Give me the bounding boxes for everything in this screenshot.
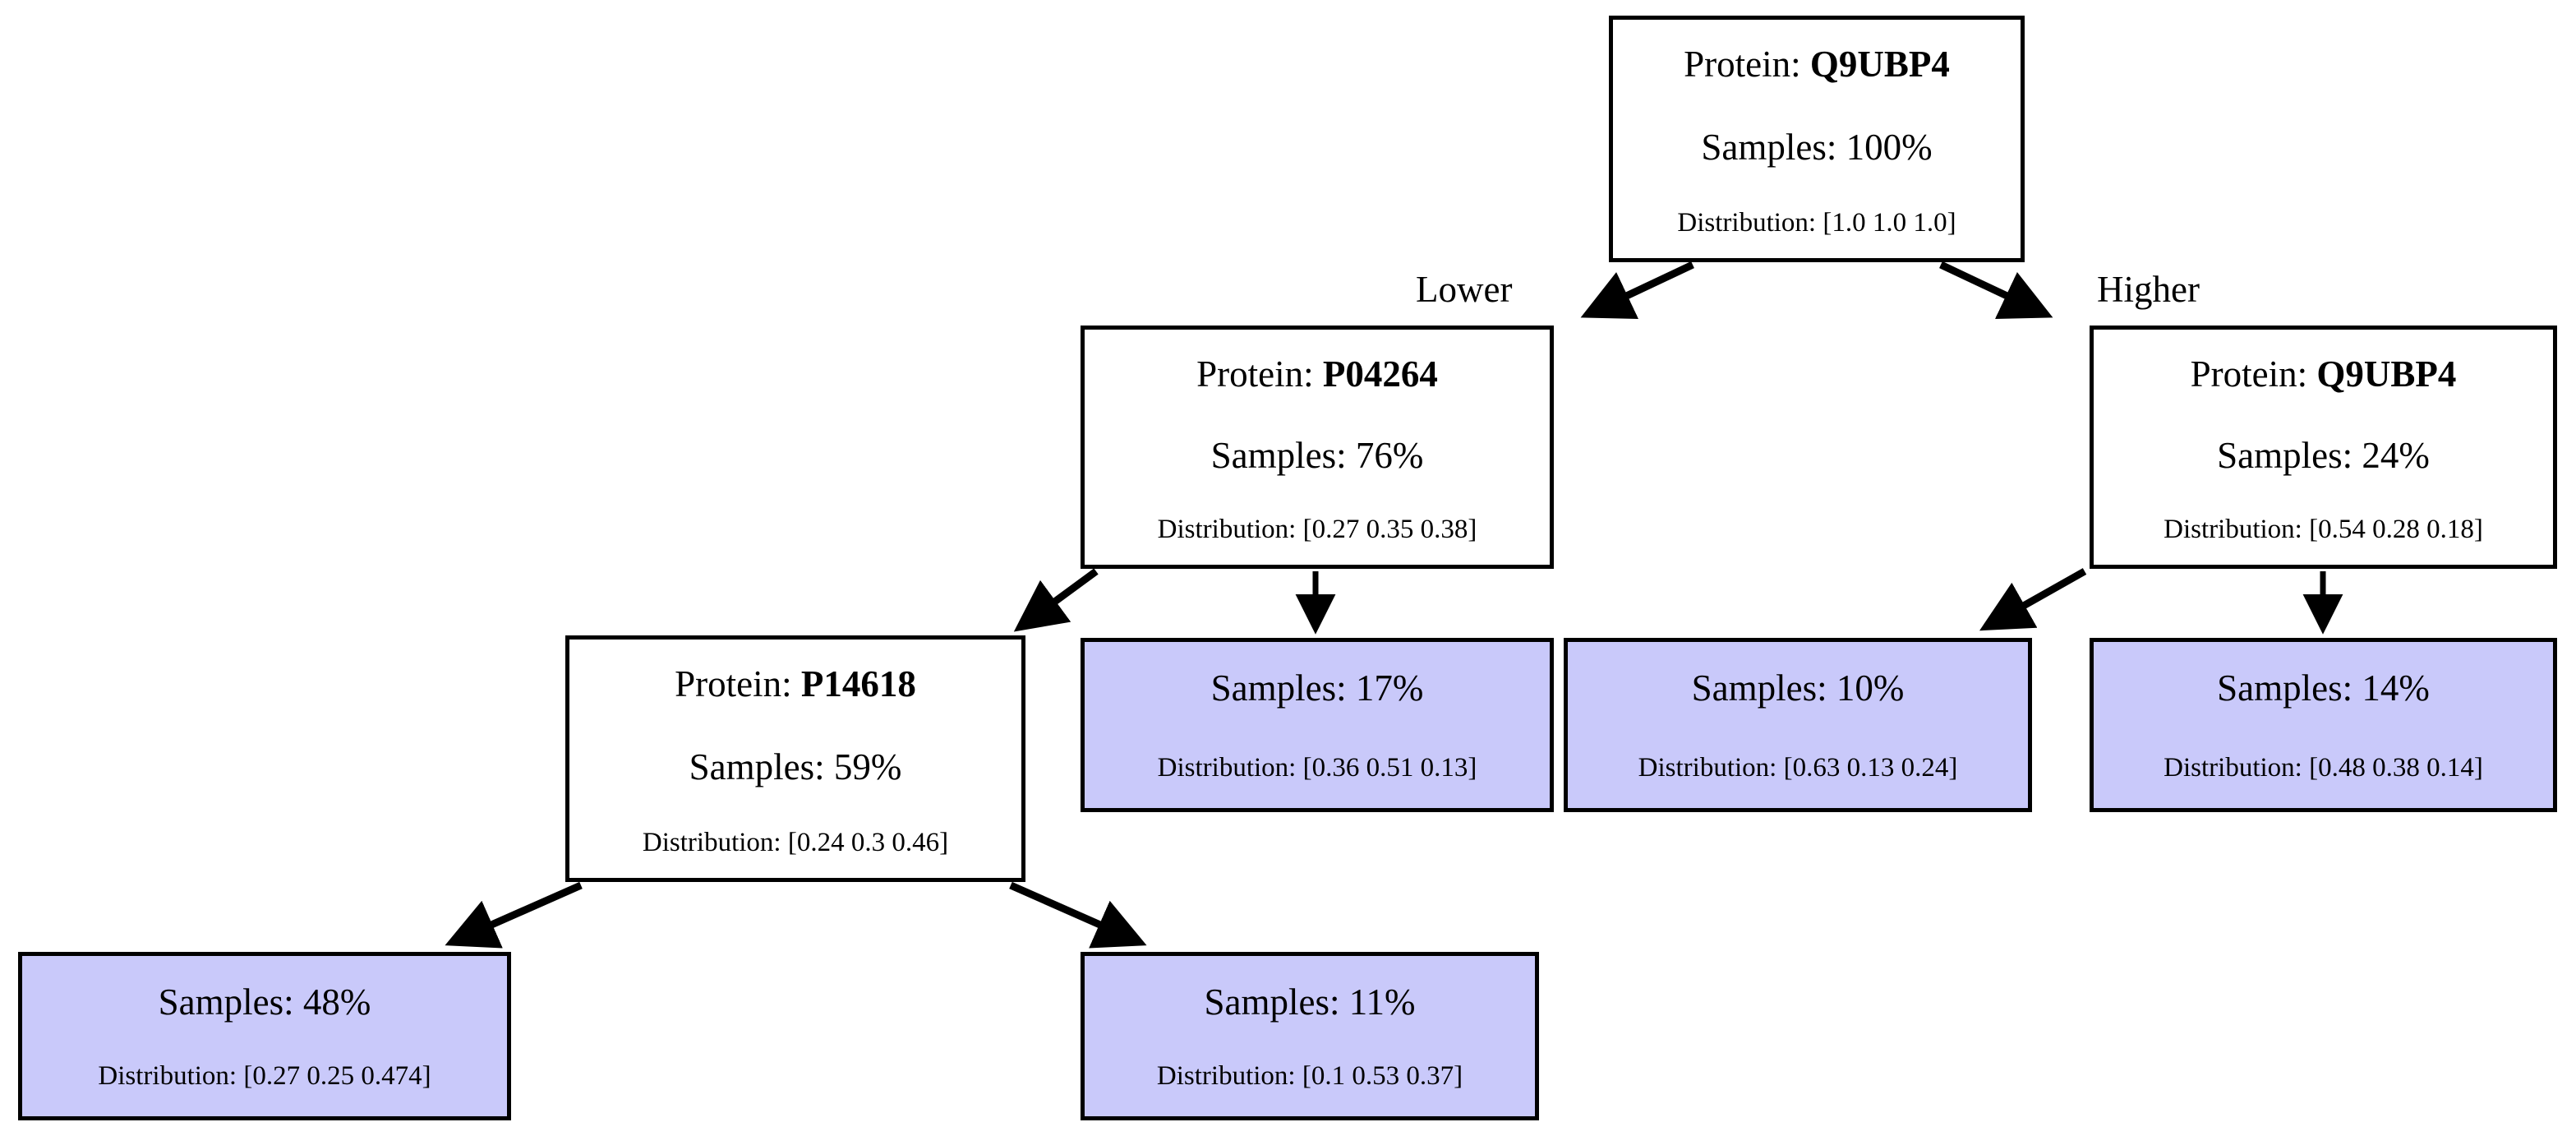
node-distribution-label: Distribution: [0.1 0.53 0.37] <box>1156 1061 1463 1091</box>
node-distribution-label: Distribution: [0.48 0.38 0.14] <box>2164 753 2483 783</box>
node-protein-label: Protein: Q9UBP4 <box>2190 353 2457 395</box>
edge-p14618-to-leaf48 <box>445 881 583 949</box>
protein-id: P14618 <box>800 663 916 704</box>
edge-label-lower: Lower <box>1416 269 1513 310</box>
protein-id: Q9UBP4 <box>2316 353 2457 395</box>
edge-root-to-lower <box>1580 261 1694 319</box>
node-protein-label: Protein: P04264 <box>1196 353 1438 395</box>
tree-leaf-11[interactable]: Samples: 11% Distribution: [0.1 0.53 0.3… <box>1081 952 1539 1120</box>
node-distribution-label: Distribution: [1.0 1.0 1.0] <box>1677 208 1956 238</box>
tree-leaf-17[interactable]: Samples: 17% Distribution: [0.36 0.51 0.… <box>1081 638 1554 812</box>
edge-root-to-higher <box>1939 261 2053 319</box>
node-samples-label: Samples: 48% <box>158 981 371 1023</box>
edge-higher-to-leaf10 <box>1979 568 2087 631</box>
node-distribution-label: Distribution: [0.54 0.28 0.18] <box>2164 515 2483 544</box>
node-samples-label: Samples: 17% <box>1210 667 1424 709</box>
node-distribution-label: Distribution: [0.63 0.13 0.24] <box>1638 753 1958 783</box>
tree-leaf-14[interactable]: Samples: 14% Distribution: [0.48 0.38 0.… <box>2090 638 2557 812</box>
tree-node-root[interactable]: Protein: Q9UBP4 Samples: 100% Distributi… <box>1609 16 2025 262</box>
node-samples-label: Samples: 76% <box>1210 434 1424 476</box>
protein-id: P04264 <box>1322 353 1438 395</box>
protein-id: Q9UBP4 <box>1809 44 1950 85</box>
tree-leaf-10[interactable]: Samples: 10% Distribution: [0.63 0.13 0.… <box>1564 638 2032 812</box>
edge-label-higher: Higher <box>2097 269 2200 310</box>
node-samples-label: Samples: 24% <box>2217 434 2430 476</box>
tree-node-q9ubp4-right[interactable]: Protein: Q9UBP4 Samples: 24% Distributio… <box>2090 326 2557 569</box>
node-distribution-label: Distribution: [0.24 0.3 0.46] <box>642 828 949 857</box>
node-samples-label: Samples: 59% <box>689 746 902 787</box>
node-distribution-label: Distribution: [0.27 0.35 0.38] <box>1157 515 1477 544</box>
node-distribution-label: Distribution: [0.36 0.51 0.13] <box>1157 753 1477 783</box>
tree-leaf-48[interactable]: Samples: 48% Distribution: [0.27 0.25 0.… <box>18 952 511 1120</box>
edge-lower-to-p14618 <box>1013 568 1099 632</box>
node-samples-label: Samples: 100% <box>1701 126 1933 168</box>
tree-node-p14618[interactable]: Protein: P14618 Samples: 59% Distributio… <box>565 635 1025 882</box>
node-samples-label: Samples: 10% <box>1691 667 1905 709</box>
node-protein-label: Protein: Q9UBP4 <box>1684 44 1950 85</box>
node-samples-label: Samples: 11% <box>1204 981 1416 1023</box>
node-protein-label: Protein: P14618 <box>675 663 916 704</box>
tree-node-p04264[interactable]: Protein: P04264 Samples: 76% Distributio… <box>1081 326 1554 569</box>
edge-p14618-to-leaf11 <box>1009 881 1147 949</box>
node-distribution-label: Distribution: [0.27 0.25 0.474] <box>98 1061 431 1091</box>
node-samples-label: Samples: 14% <box>2217 667 2430 709</box>
